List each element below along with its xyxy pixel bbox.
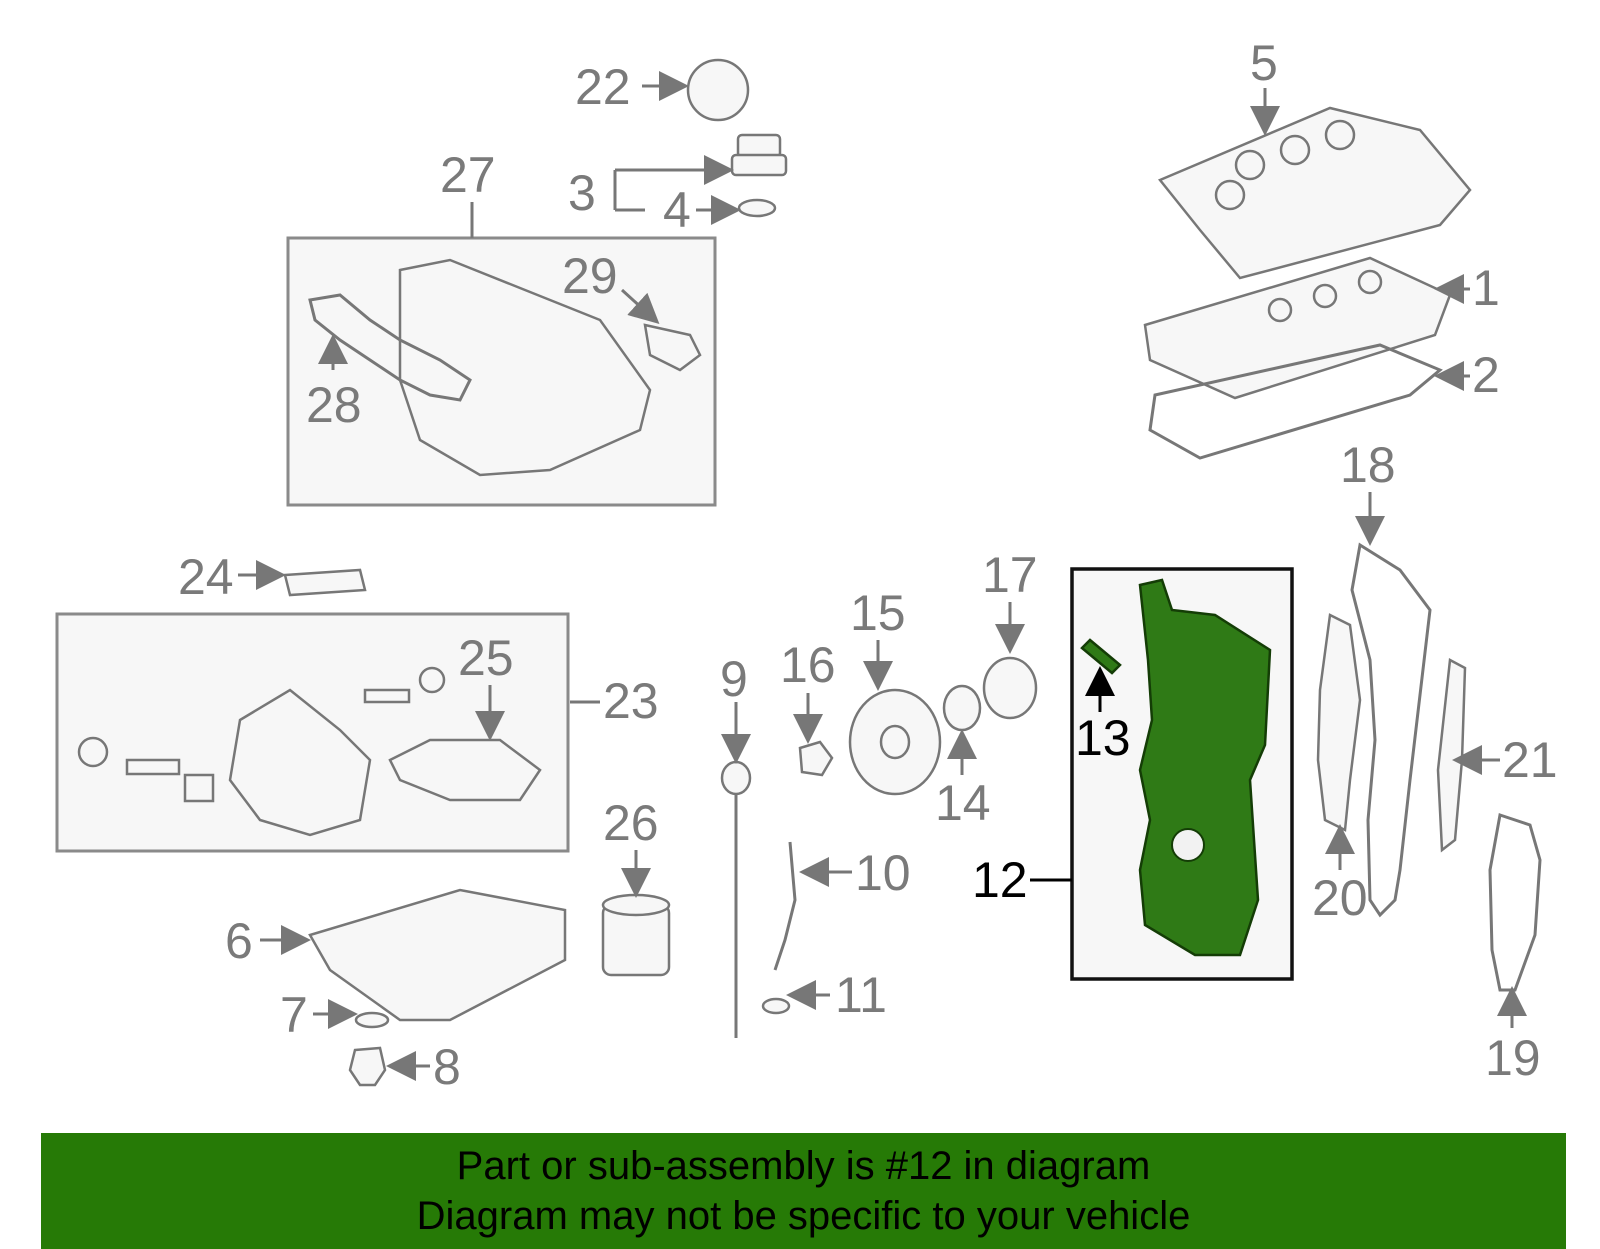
part-13-dowel: [1080, 638, 1122, 675]
part-2-gasket: [1148, 343, 1443, 460]
part-18-chain: [1350, 542, 1432, 918]
part-27-manifold: [308, 258, 702, 477]
part-1-head: [1143, 256, 1452, 400]
part-12-timing-cover: [1138, 578, 1272, 957]
callout-9: 9: [720, 651, 748, 707]
part-7: [354, 1011, 390, 1029]
part-14-seal: [942, 684, 982, 732]
notice-line-1: Part or sub-assembly is #12 in diagram: [456, 1144, 1151, 1188]
callout-11: 11: [835, 967, 887, 1023]
part-15-pulley: [848, 688, 942, 796]
callout-16: 16: [780, 637, 836, 693]
callout-26: 26: [603, 795, 659, 851]
callout-7: 7: [280, 987, 308, 1043]
callout-21: 21: [1502, 732, 1558, 788]
part-11: [761, 997, 791, 1015]
part-3-cap: [730, 133, 788, 177]
callout-12: 12: [972, 852, 1028, 908]
callout-2: 2: [1472, 347, 1500, 403]
notice-line-2: Diagram may not be specific to your vehi…: [416, 1194, 1191, 1238]
callout-23: 23: [603, 673, 659, 729]
part-4-ring: [737, 198, 777, 218]
part-21-guide: [1436, 658, 1467, 853]
callout-25: 25: [458, 630, 514, 686]
leader-29: [620, 288, 660, 325]
callout-14: 14: [935, 775, 991, 831]
callout-3: 3: [568, 165, 596, 221]
part-9-dipstick: [720, 760, 752, 1038]
diagram-notice-banner: Part or sub-assembly is #12 in diagram D…: [41, 1133, 1566, 1249]
part-5-cover: [1157, 106, 1472, 280]
part-10-guide: [773, 841, 797, 971]
callout-8: 8: [433, 1039, 461, 1095]
part-8: [348, 1046, 387, 1087]
callout-22: 22: [575, 59, 631, 115]
callout-15: 15: [850, 585, 906, 641]
callout-20: 20: [1312, 870, 1368, 926]
part-22: [686, 58, 750, 122]
part-17-sprocket: [982, 656, 1038, 720]
callout-4: 4: [663, 182, 691, 238]
part-26-filter: [601, 893, 671, 977]
callout-13: 13: [1075, 710, 1131, 766]
callout-5: 5: [1250, 35, 1278, 91]
callout-19: 19: [1485, 1030, 1541, 1086]
callout-18: 18: [1340, 437, 1396, 493]
part-23-pump: [77, 666, 542, 837]
part-6-oil-pan: [308, 888, 567, 1022]
callout-28: 28: [306, 377, 362, 433]
callout-29: 29: [562, 248, 618, 304]
callout-17: 17: [982, 547, 1038, 603]
callout-10: 10: [855, 845, 911, 901]
callout-27: 27: [440, 147, 496, 203]
part-20-arm: [1316, 613, 1362, 832]
callout-24: 24: [178, 549, 234, 605]
callout-1: 1: [1472, 260, 1500, 316]
parts-diagram: 1 2 3 4 5 6 7 8 9 10 11 12 13 14 15 16 1…: [55, 35, 1558, 1095]
part-24: [283, 568, 367, 597]
callout-6: 6: [225, 913, 253, 969]
part-12-hole: [1171, 828, 1205, 862]
part-19-chain: [1488, 813, 1542, 992]
part-16-bolt: [798, 740, 834, 777]
